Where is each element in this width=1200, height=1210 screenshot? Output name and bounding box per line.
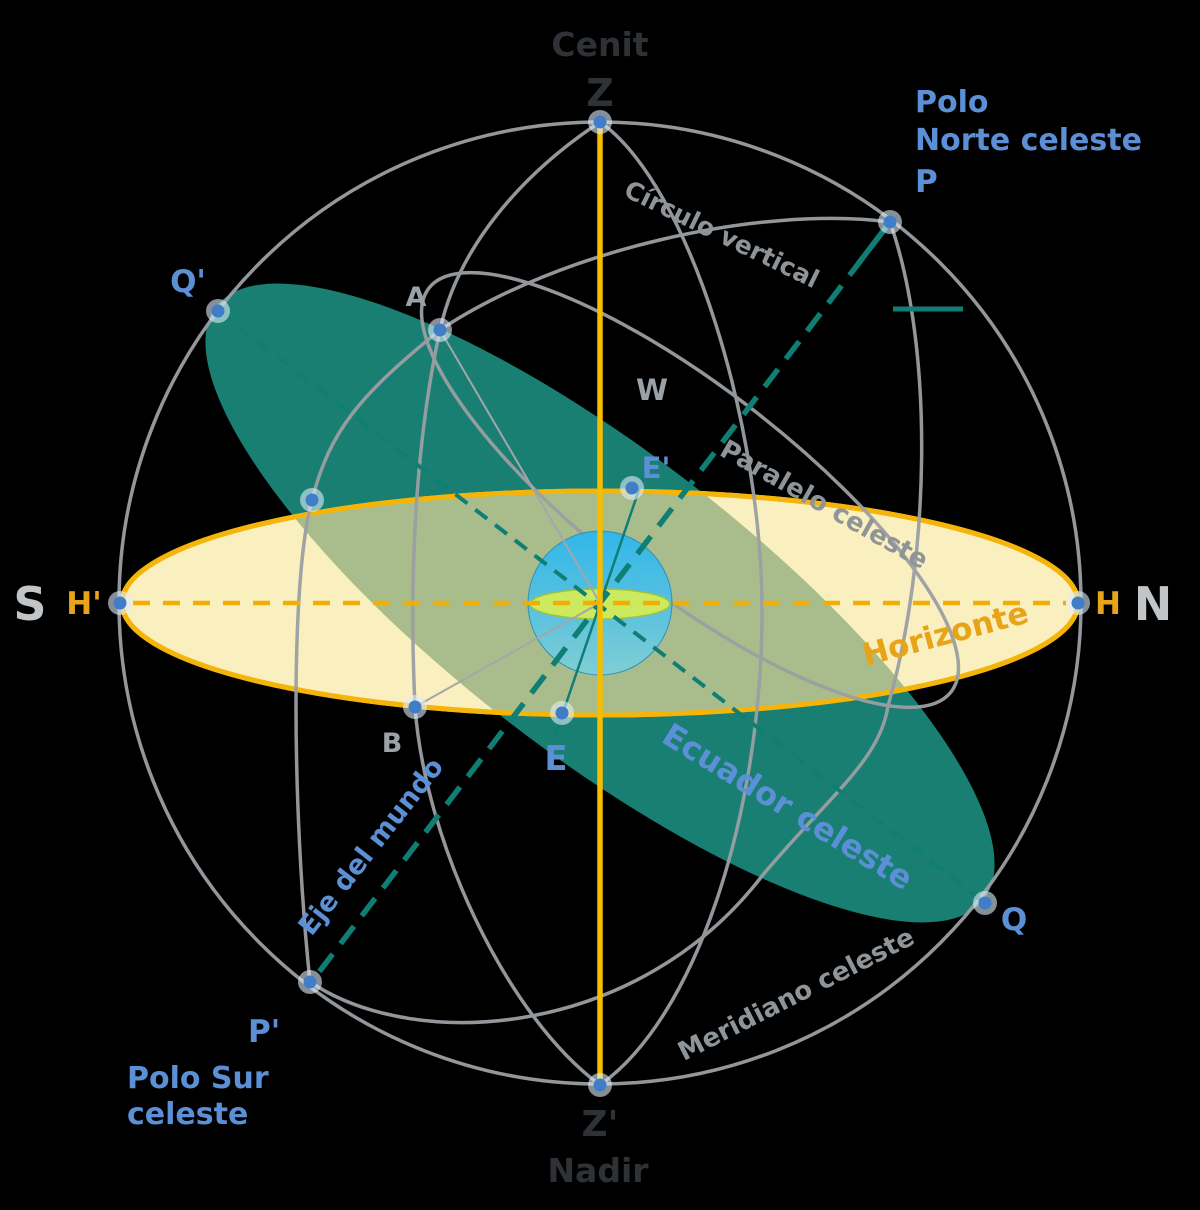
point-west (620, 476, 644, 500)
star-point-a-label: A (406, 282, 427, 313)
point-q (973, 891, 997, 915)
point-h (1066, 591, 1090, 615)
yellow-lines (133, 122, 1066, 1085)
north-pole-label-line1: Polo (915, 85, 989, 120)
south-pole-label-line1: Polo Sur (127, 1061, 269, 1096)
point-nadir (588, 1073, 612, 1097)
point-q-prime (206, 299, 230, 323)
equator-upper-point-label: Q' (170, 264, 206, 300)
nadir-symbol: Z' (581, 1104, 618, 1145)
point-markers (108, 110, 1090, 1097)
horizon-left-point-label: H' (66, 586, 101, 622)
cardinal-west-label: W (636, 373, 668, 407)
zenith-label: Cenit (551, 25, 648, 64)
south-pole-symbol: P' (248, 1014, 280, 1050)
point-equator-crossing (300, 488, 324, 512)
nadir-label: Nadir (547, 1151, 649, 1190)
point-a (428, 318, 452, 342)
point-h-prime (108, 591, 132, 615)
point-zenith (588, 110, 612, 134)
horizon-right-point-label: H (1095, 586, 1121, 622)
zenith-symbol: Z (586, 71, 614, 115)
point-east (550, 701, 574, 725)
cardinal-north-label: N (1134, 577, 1173, 631)
south-pole-label-line2: celeste (127, 1097, 248, 1132)
point-north-pole (878, 210, 902, 234)
point-south-pole (298, 970, 322, 994)
cardinal-south-label: S (13, 577, 46, 631)
cardinal-east-label: E (544, 739, 567, 779)
star-point-b-label: B (382, 728, 403, 759)
north-pole-label-line2: Norte celeste (915, 123, 1142, 158)
north-pole-symbol: P (915, 164, 938, 200)
radius-lines (414, 329, 601, 708)
point-b (403, 695, 427, 719)
equator-lower-point-label: Q (1001, 902, 1027, 938)
east-prime-label: E' (642, 451, 671, 485)
